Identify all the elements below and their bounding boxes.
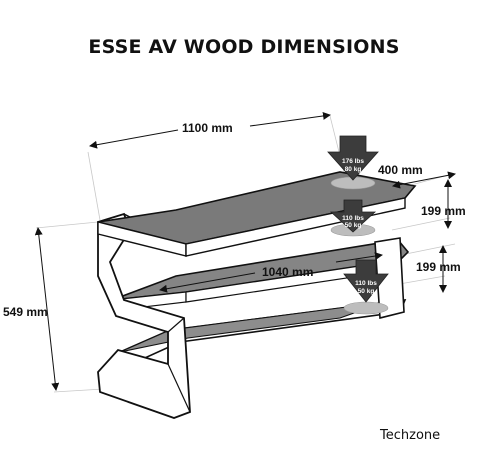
dimension-labels: 1100 mm 400 mm 199 mm 199 mm 1040 mm 549…	[3, 121, 466, 319]
shelf-gap-bottom-label: 199 mm	[416, 260, 461, 274]
depth-label: 400 mm	[378, 163, 423, 177]
load-top-lbs: 176 lbs	[342, 158, 364, 165]
shelf-gap-top-label: 199 mm	[421, 204, 466, 218]
dimension-lines	[34, 111, 456, 391]
inner-width-label: 1040 mm	[262, 265, 313, 279]
load-middle-kg: 50 kg	[345, 222, 362, 229]
load-middle-lbs: 110 lbs	[342, 215, 364, 222]
load-bottom-kg: 50 kg	[358, 288, 375, 295]
width-label: 1100 mm	[182, 121, 233, 135]
diagram-title: ESSE AV WOOD DIMENSIONS	[88, 36, 400, 58]
height-label: 549 mm	[3, 305, 48, 319]
brand-logo-text: Techzone	[380, 428, 441, 443]
load-top-kg: 80 kg	[345, 166, 362, 173]
load-arrow-bottom: 110 lbs 50 kg	[343, 259, 389, 303]
load-bottom-lbs: 110 lbs	[355, 280, 377, 287]
load-arrow-middle: 110 lbs 50 kg	[329, 199, 377, 233]
load-arrow-top: 176 lbs 80 kg	[327, 135, 379, 181]
